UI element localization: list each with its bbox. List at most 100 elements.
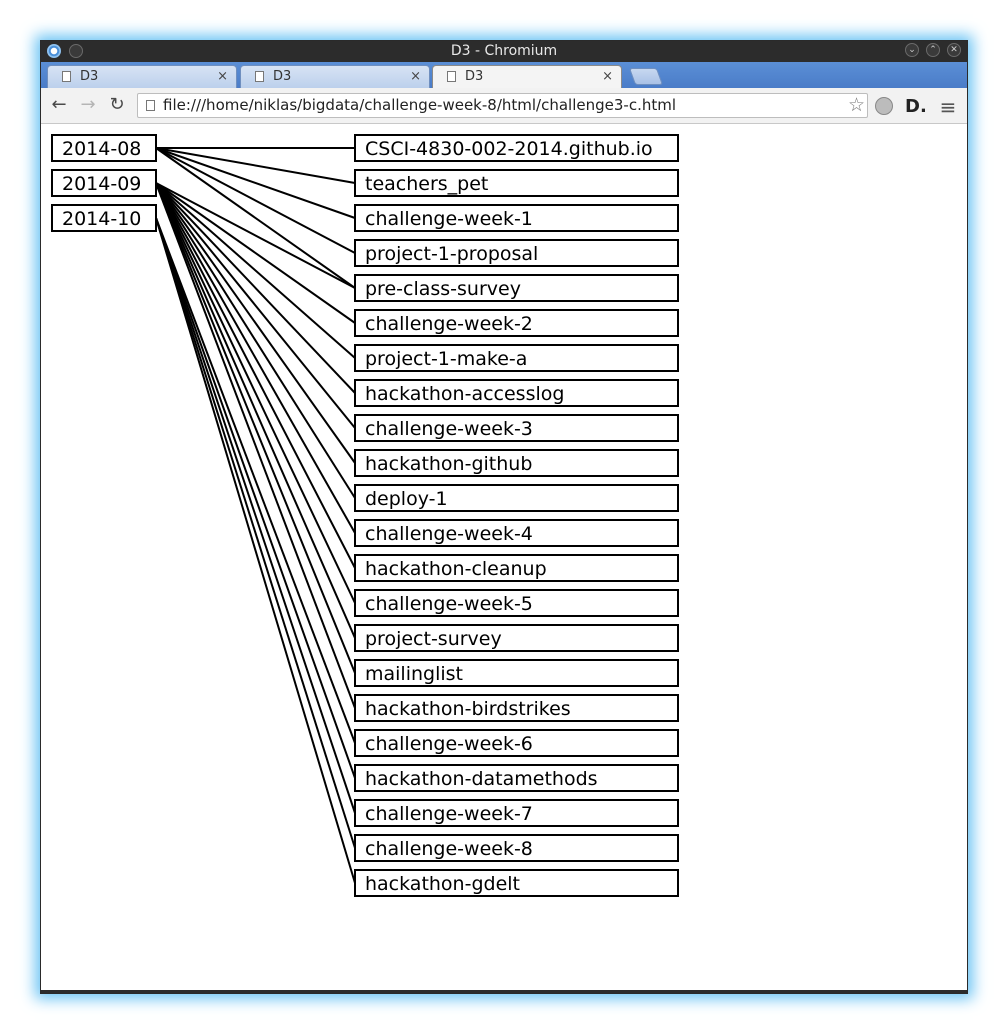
close-window-icon[interactable]: ✕: [947, 43, 961, 57]
title-bar: D3 - Chromium ⌄ ⌃ ✕: [41, 41, 967, 62]
tab-3-active[interactable]: D3 ×: [432, 65, 622, 88]
tab-1[interactable]: D3 ×: [47, 65, 237, 88]
month-node: 2014-10: [51, 204, 157, 232]
toolbar: ← → ↻ file:///home/niklas/bigdata/challe…: [41, 88, 967, 124]
link-line: [155, 182, 356, 604]
page-icon: [146, 100, 155, 111]
repo-node-label: challenge-week-6: [365, 733, 533, 755]
extension-icon[interactable]: [875, 97, 895, 117]
tab-title: D3: [273, 69, 292, 84]
repo-node-label: challenge-week-8: [365, 838, 533, 860]
tab-close-icon[interactable]: ×: [217, 69, 228, 84]
link-line: [155, 217, 356, 884]
link-line: [155, 147, 356, 184]
month-node-label: 2014-10: [62, 208, 141, 230]
month-node-box: [51, 134, 157, 162]
link-line: [155, 182, 356, 534]
repo-node-label: challenge-week-4: [365, 523, 533, 545]
repo-node-label: hackathon-cleanup: [365, 558, 547, 580]
repo-node: challenge-week-8: [354, 834, 679, 862]
repo-node-label: pre-class-survey: [365, 278, 521, 300]
tab-close-icon[interactable]: ×: [602, 69, 613, 84]
repo-node-label: teachers_pet: [365, 173, 488, 195]
repo-node: hackathon-accesslog: [354, 379, 679, 407]
repo-node: project-survey: [354, 624, 679, 652]
repo-node: challenge-week-3: [354, 414, 679, 442]
repo-node: hackathon-gdelt: [354, 869, 679, 897]
repo-node: project-1-make-a: [354, 344, 679, 372]
tab-close-icon[interactable]: ×: [410, 69, 421, 84]
tab-title: D3: [465, 69, 484, 84]
repo-node-label: project-1-make-a: [365, 348, 527, 370]
link-line: [155, 217, 356, 849]
page-icon: [62, 71, 71, 82]
repo-node-label: CSCI-4830-002-2014.github.io: [365, 138, 653, 160]
repo-node-label: hackathon-github: [365, 453, 532, 475]
repo-node: challenge-week-7: [354, 799, 679, 827]
repo-node: hackathon-datamethods: [354, 764, 679, 792]
repo-node-box: [354, 624, 679, 652]
window-menu-icon[interactable]: [69, 44, 83, 58]
repo-node: project-1-proposal: [354, 239, 679, 267]
month-node-label: 2014-09: [62, 173, 141, 195]
maximize-icon[interactable]: ⌃: [926, 43, 940, 57]
browser-window: D3 - Chromium ⌄ ⌃ ✕ D3 × D3 × D3 × ← → ↻: [40, 40, 968, 994]
month-node-box: [51, 204, 157, 232]
repo-node-box: [354, 134, 679, 162]
repo-node: hackathon-birdstrikes: [354, 694, 679, 722]
back-icon[interactable]: ←: [51, 94, 67, 115]
tab-title: D3: [80, 69, 99, 84]
link-line: [155, 147, 356, 254]
link-line: [155, 147, 356, 219]
link-line: [155, 182, 356, 359]
window-bottom-border: [41, 990, 967, 993]
bookmark-star-icon[interactable]: ☆: [847, 94, 865, 116]
repo-node-label: challenge-week-2: [365, 313, 533, 335]
link-line: [155, 182, 356, 289]
link-line: [155, 182, 356, 499]
repo-node: challenge-week-1: [354, 204, 679, 232]
repo-node-label: project-1-proposal: [365, 243, 538, 265]
repo-node-box: [354, 519, 679, 547]
repo-node-box: [354, 309, 679, 337]
link-line: [155, 182, 356, 674]
repo-node-box: [354, 414, 679, 442]
minimize-icon[interactable]: ⌄: [905, 43, 919, 57]
link-line: [155, 182, 356, 394]
menu-icon[interactable]: ≡: [939, 95, 957, 119]
link-line: [155, 147, 356, 289]
repo-node: teachers_pet: [354, 169, 679, 197]
page-content: 2014-08 2014-09 2014-10 CSCI-4830-002-2014.…: [41, 124, 967, 990]
repo-node: CSCI-4830-002-2014.github.io: [354, 134, 679, 162]
repo-node: challenge-week-5: [354, 589, 679, 617]
forward-icon[interactable]: →: [80, 94, 96, 115]
repo-node-box: [354, 204, 679, 232]
reload-icon[interactable]: ↻: [109, 94, 125, 115]
repo-node-box: [354, 239, 679, 267]
repo-node-box: [354, 869, 679, 897]
page-icon: [447, 71, 456, 82]
new-tab-button[interactable]: [628, 68, 664, 85]
tab-2[interactable]: D3 ×: [240, 65, 430, 88]
repo-node-label: hackathon-accesslog: [365, 383, 564, 405]
chromium-icon[interactable]: [47, 44, 61, 58]
repo-node: challenge-week-4: [354, 519, 679, 547]
url-text[interactable]: file:///home/niklas/bigdata/challenge-we…: [163, 96, 677, 114]
link-line: [155, 182, 356, 324]
extension-d-icon[interactable]: D.: [905, 96, 927, 117]
repo-node-box: [354, 764, 679, 792]
repo-node: challenge-week-2: [354, 309, 679, 337]
repo-node-label: hackathon-datamethods: [365, 768, 598, 790]
repo-node-box: [354, 449, 679, 477]
repo-node-label: hackathon-birdstrikes: [365, 698, 571, 720]
link-line: [155, 217, 356, 744]
repo-node-label: challenge-week-3: [365, 418, 533, 440]
link-line: [155, 182, 356, 429]
repo-node: pre-class-survey: [354, 274, 679, 302]
repo-node-box: [354, 694, 679, 722]
repo-node-box: [354, 834, 679, 862]
repo-node-box: [354, 379, 679, 407]
repo-node-label: project-survey: [365, 628, 502, 650]
address-bar[interactable]: file:///home/niklas/bigdata/challenge-we…: [137, 93, 868, 118]
month-node-label: 2014-08: [62, 138, 141, 160]
